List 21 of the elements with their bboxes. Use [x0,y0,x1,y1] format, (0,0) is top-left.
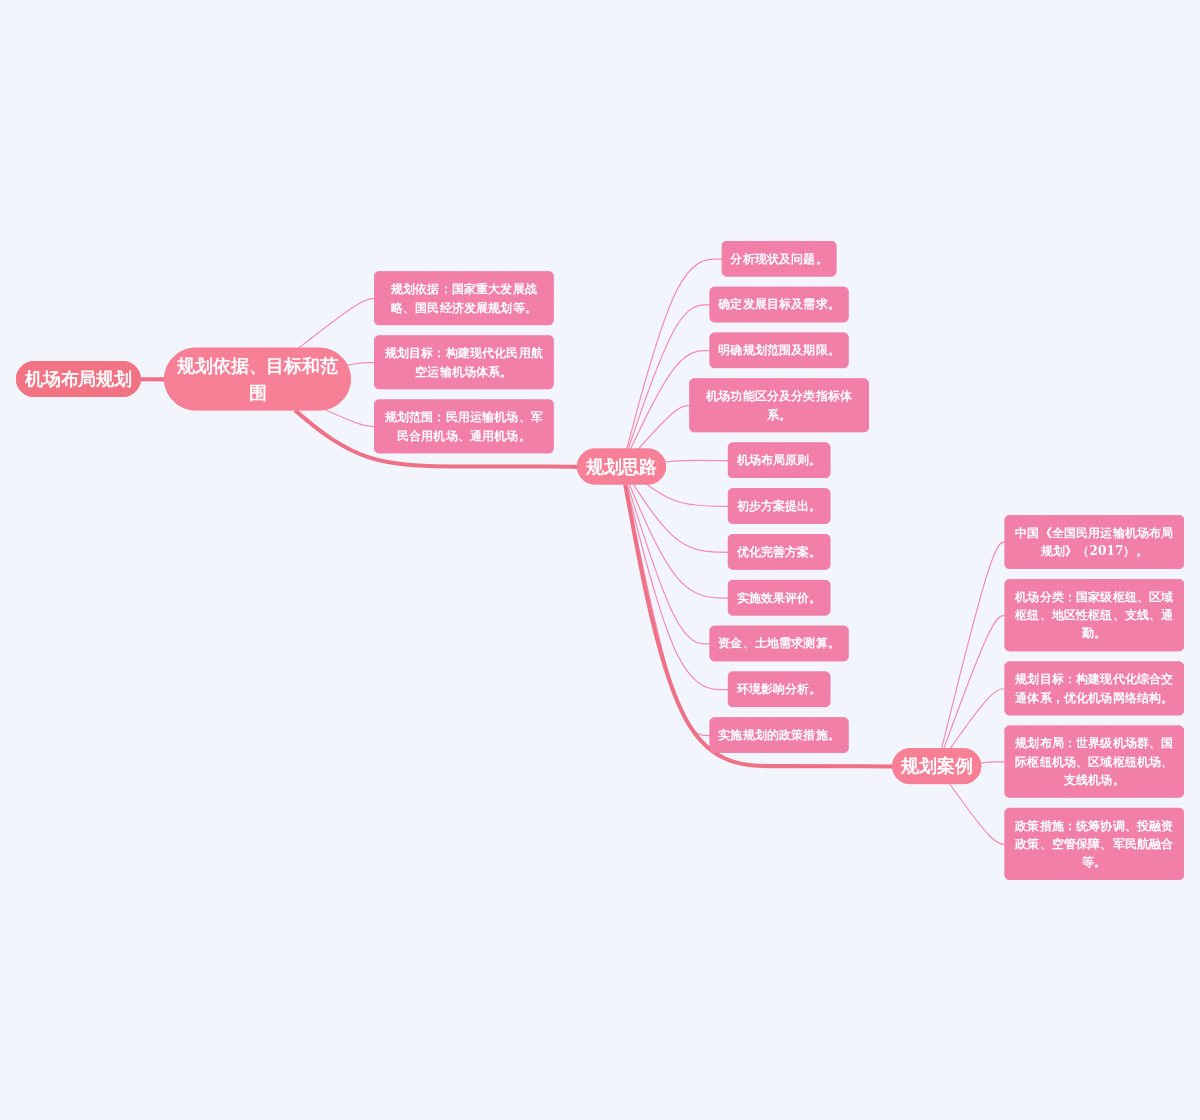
connector [646,483,730,507]
connector [980,760,1007,764]
connector [293,408,578,469]
connector [629,349,712,450]
connector [943,614,1007,750]
connector [637,404,691,450]
connector [324,408,376,427]
connector [632,483,730,553]
connector [628,483,730,599]
connector [940,541,1007,750]
connector [626,258,724,450]
connector [626,483,712,645]
connector [627,303,712,450]
connector [297,297,376,349]
connector [140,376,166,382]
connector [625,483,730,690]
connector [664,459,730,463]
connector [949,687,1007,750]
connector [346,361,376,366]
connector [949,782,1007,845]
connector [623,483,894,769]
